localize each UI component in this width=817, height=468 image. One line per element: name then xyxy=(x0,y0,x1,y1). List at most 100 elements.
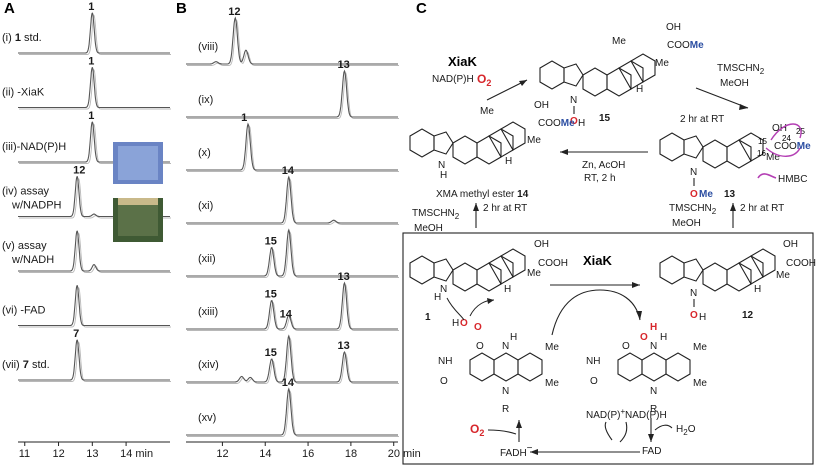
trace-shadow xyxy=(19,69,171,110)
trace-label: (iii)-NAD(P)H xyxy=(2,141,66,153)
svg-text:O: O xyxy=(590,376,598,387)
trace-6: (xiv) 15 13 xyxy=(186,334,399,384)
svg-text:15: 15 xyxy=(758,137,767,146)
svg-text:N: N xyxy=(438,160,445,171)
fadh-label: FADH− xyxy=(500,443,533,459)
assay-photo-blue-inner xyxy=(118,146,158,180)
svg-text:N: N xyxy=(650,386,657,397)
peak-label: 1 xyxy=(88,110,94,122)
svg-text:OH: OH xyxy=(666,22,681,33)
trace-1: (ix)13 xyxy=(186,59,399,119)
trace-6: (vii) 7 std.7 xyxy=(2,328,171,382)
x-tick-label: 18 xyxy=(345,448,357,460)
svg-text:COOMe: COOMe xyxy=(667,40,704,51)
peak-label: 13 xyxy=(337,340,349,352)
peak-label: 15 xyxy=(265,347,277,359)
trace-label: (iv) assay xyxy=(2,186,50,198)
svg-text:H: H xyxy=(440,170,447,181)
svg-text:MeOH: MeOH xyxy=(414,223,443,234)
x-tick-label: 20 min xyxy=(388,448,421,460)
trace-line xyxy=(186,122,398,171)
trace-4: (xii) 15 xyxy=(186,228,399,278)
peak-label: 1 xyxy=(88,1,94,13)
arrow-head xyxy=(519,80,527,86)
svg-text:H: H xyxy=(660,332,667,343)
fad-label: FAD xyxy=(642,446,661,457)
trace-label: (xii) xyxy=(198,253,216,265)
svg-text:2 hr at RT: 2 hr at RT xyxy=(680,114,724,125)
scheme: XiaK NAD(P)H O2 N O H OH COOMe Me Me H 1… xyxy=(402,22,816,465)
peak-label: 1 xyxy=(88,56,94,68)
x-tick-label: 14 xyxy=(259,448,271,460)
mechanism-box xyxy=(402,232,814,465)
trace-line xyxy=(186,175,398,224)
panel-b-letter: B xyxy=(176,0,187,17)
svg-text:H: H xyxy=(636,84,643,95)
o2-top: O2 xyxy=(477,72,491,88)
x-tick-label: 16 xyxy=(302,448,314,460)
h2o-label: H2O xyxy=(676,424,696,437)
svg-text:Me: Me xyxy=(527,135,541,146)
svg-text:O: O xyxy=(622,341,630,352)
peak-label: 15 xyxy=(265,288,277,300)
svg-text:Me: Me xyxy=(527,268,541,279)
trace-label: (vii) 7 std. xyxy=(2,359,50,371)
trace-line xyxy=(186,16,398,65)
cofactor-top: NAD(P)H xyxy=(432,74,474,85)
svg-text:O: O xyxy=(570,116,578,127)
trace-shadow xyxy=(187,178,399,225)
trace-label: (vi) -FAD xyxy=(2,305,45,317)
peak-label: 12 xyxy=(73,165,85,177)
compound-13: N O Me OH COOMe Me 15 16 24 25 13 HMBC xyxy=(659,123,811,200)
svg-text:H: H xyxy=(650,322,657,333)
trace-label: (xi) xyxy=(198,200,213,212)
svg-text:Me: Me xyxy=(766,152,780,163)
svg-text:R: R xyxy=(502,404,509,415)
svg-text:16: 16 xyxy=(757,149,766,158)
peak-label: 1 xyxy=(241,112,247,124)
svg-text:COOH: COOH xyxy=(786,258,816,269)
svg-text:TMSCHN2: TMSCHN2 xyxy=(412,208,460,221)
svg-text:Me: Me xyxy=(655,58,669,69)
trace-shadow xyxy=(19,341,171,382)
svg-text:NAD(P)H: NAD(P)H xyxy=(625,410,667,421)
peak-label: 15 xyxy=(265,235,277,247)
trace-line xyxy=(186,334,398,383)
svg-text:O: O xyxy=(440,376,448,387)
svg-text:O: O xyxy=(690,189,698,200)
svg-text:N: N xyxy=(502,341,509,352)
compound-12: N O H OH COOH Me H 12 xyxy=(659,239,816,323)
panel-a-chromatograms: (i) 1 std.1(ii) -XiaK1(iii)-NAD(P)H1(iv)… xyxy=(2,1,171,460)
panel-c-letter: C xyxy=(416,0,427,17)
cycle-arrow xyxy=(551,289,641,336)
trace-shadow xyxy=(187,231,399,278)
trace-5: (vi) -FAD xyxy=(2,285,171,328)
svg-text:R: R xyxy=(650,404,657,415)
panel-a-letter: A xyxy=(4,0,15,17)
trace-label: (xiv) xyxy=(198,359,219,371)
x-tick-label: 13 xyxy=(86,448,98,460)
x-tick-label: 12 xyxy=(216,448,228,460)
svg-text:COOMe: COOMe xyxy=(774,141,811,152)
svg-text:H: H xyxy=(434,292,441,303)
assay-photo-green-cap xyxy=(118,198,158,205)
svg-text:Me: Me xyxy=(776,270,790,281)
svg-text:N: N xyxy=(502,386,509,397)
trace-7: (xv)14 xyxy=(186,377,399,437)
trace-line xyxy=(186,387,398,436)
svg-text:H: H xyxy=(452,318,459,329)
svg-text:H: H xyxy=(504,284,511,295)
svg-text:NAD(P)+: NAD(P)+ xyxy=(586,407,625,421)
svg-text:RT, 2 h: RT, 2 h xyxy=(584,173,616,184)
trace-label: (ix) xyxy=(198,94,213,106)
arrow-15-to-13 xyxy=(695,87,749,109)
trace-label: (v) assay xyxy=(2,240,47,252)
compound-15-number: 15 xyxy=(599,113,611,124)
svg-text:Me: Me xyxy=(693,378,707,389)
svg-text:O: O xyxy=(474,322,482,333)
panel-b-chromatograms: (viii)12(ix)13(x)1(xi)14(xii)15(xiii)151… xyxy=(186,6,421,460)
